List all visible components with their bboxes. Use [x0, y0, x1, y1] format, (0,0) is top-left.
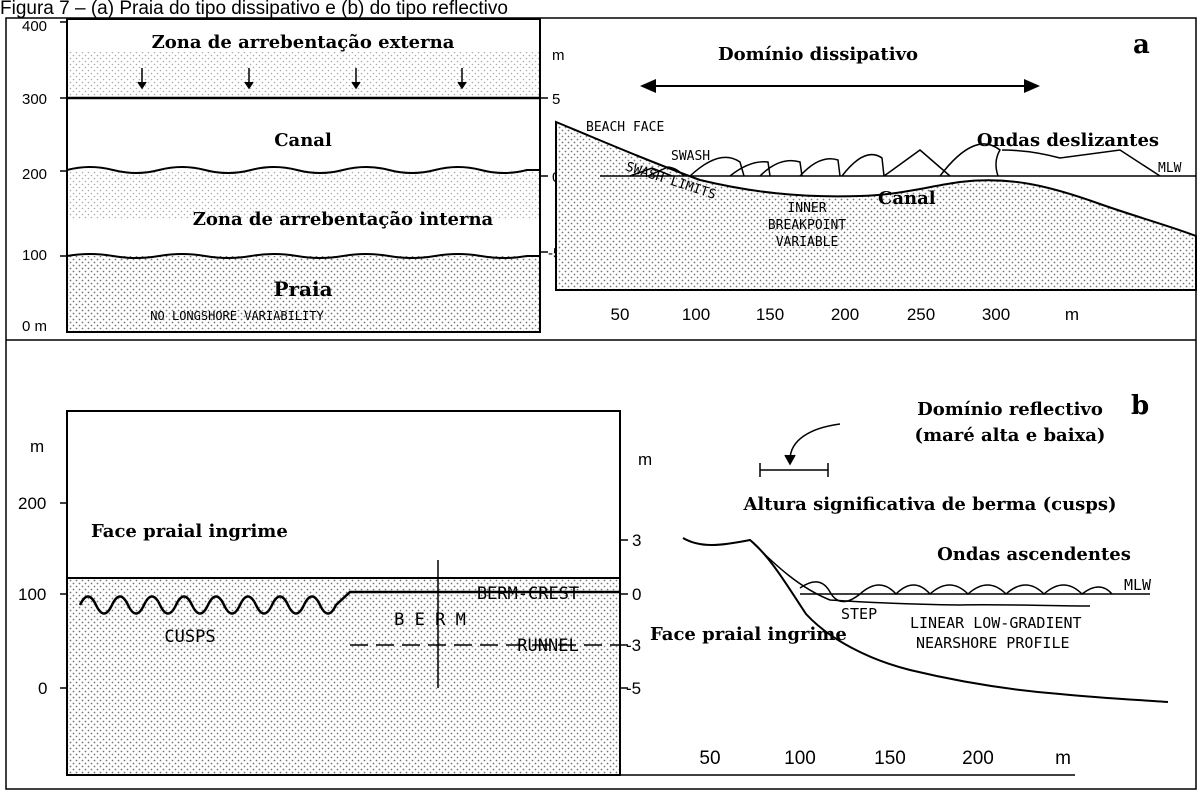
plan-a-ytick-marks [60, 21, 67, 257]
steep-face-label-plan: Face praial ingrime [91, 521, 288, 542]
panel-a-plan-view: 400 300 200 100 0 m Zona de arrebentação… [22, 18, 541, 335]
panel-b-profile: m 3 0 -3 -5 Domínio reflectivo (maré alt… [67, 399, 1169, 776]
berm-height-indicator [759, 423, 841, 477]
beach-shoreline [66, 253, 540, 259]
mlw-label-a: MLW [1158, 161, 1182, 176]
mlw-label-b: MLW [1124, 576, 1152, 594]
plan-b-ytick-100: 100 [18, 585, 46, 604]
wave-arrows [137, 68, 467, 90]
figure-caption: Figura 7 – (a) Praia do tipo dissipativo… [0, 0, 508, 19]
profile-a-xtick-300: 300 [982, 305, 1010, 324]
beach-face-label: BEACH FACE [586, 120, 664, 135]
panel-b-plan-view: m 200 100 0 Face praial ingrime CUSPS BE… [18, 410, 621, 776]
panel-b: b m 200 100 0 Face praial ingrime CUSPS … [18, 391, 1169, 776]
figure-frame [5, 17, 1197, 790]
linear-label: LINEAR LOW-GRADIENT [910, 614, 1082, 632]
plan-b-ytick-200: 200 [18, 494, 46, 513]
surging-waves [799, 581, 1113, 603]
panel-b-letter: b [1131, 391, 1149, 421]
canal-shoreline [66, 166, 540, 174]
inner-breakpoint-line3: VARIABLE [776, 235, 839, 250]
profile-b-depth-unit: m [638, 450, 652, 469]
runnel-label: RUNNEL [517, 636, 578, 656]
profile-a-xunit: m [1065, 305, 1079, 324]
plan-a-ytick-100: 100 [22, 247, 47, 264]
profile-b-xtick-50: 50 [699, 748, 720, 769]
cusps-label: CUSPS [164, 627, 215, 647]
outer-surf-zone-fill [67, 52, 540, 98]
profile-a-depth-axis [540, 97, 548, 253]
profile-b-depth-neg3: -3 [626, 636, 641, 655]
spilling-waves-label: Ondas deslizantes [977, 130, 1159, 151]
profile-b-depth-3: 3 [632, 531, 641, 550]
inner-breakpoint-line1: INNER [787, 201, 826, 216]
profile-a-xtick-200: 200 [831, 305, 859, 324]
profile-b-xtick-100: 100 [784, 748, 816, 769]
profile-b-depth-0: 0 [632, 585, 641, 604]
plan-b-ytick-0: 0 [38, 679, 47, 698]
plan-a-ytick-200: 200 [22, 166, 47, 183]
berm-crest-label: BERM-CREST [477, 584, 579, 604]
panel-a: a 400 300 200 100 0 m [22, 18, 1197, 335]
beach-fill [67, 256, 540, 332]
nearshore-label: NEARSHORE PROFILE [916, 634, 1070, 652]
plan-a-ytick-300: 300 [22, 91, 47, 108]
profile-b-xunit: m [1055, 748, 1071, 769]
profile-a-xtick-150: 150 [756, 305, 784, 324]
plan-a-ytick-0: 0 m [22, 318, 47, 335]
berm-height-label: Altura significativa de berma (cusps) [742, 494, 1116, 515]
berm-plan-fill [67, 578, 620, 775]
steep-face-label-profile: Face praial ingrime [650, 624, 847, 645]
plan-b-yunit: m [30, 437, 44, 456]
dissipative-seabed [555, 120, 1197, 291]
reflective-berm-line [749, 539, 1091, 607]
profile-a-depth-unit: m [552, 47, 565, 64]
inner-breakpoint-line2: BREAKPOINT [768, 218, 846, 233]
plan-b-ytick-marks [60, 502, 67, 689]
reflective-domain-line1: Domínio reflectivo [917, 399, 1103, 420]
dissipative-domain-label: Domínio dissipativo [718, 44, 918, 65]
inner-surf-zone-fill [67, 170, 540, 220]
panel-a-letter: a [1133, 30, 1150, 60]
profile-a-xtick-50: 50 [611, 305, 630, 324]
step-label: STEP [841, 605, 877, 623]
profile-a-depth-5: 5 [552, 91, 560, 108]
reflective-beach-profile [682, 537, 1169, 703]
cusps-line [78, 590, 620, 615]
profile-a-xtick-250: 250 [907, 305, 935, 324]
no-variability-label: NO LONGSHORE VARIABILITY [150, 309, 324, 323]
domain-arrow-a [640, 79, 1040, 93]
panel-a-profile: m 5 0 -5 Domínio dissipativo BEACH [540, 44, 1197, 324]
surging-waves-label: Ondas ascendentes [937, 544, 1131, 565]
canal-label-profile: Canal [878, 188, 936, 209]
beach-label: Praia [273, 277, 332, 301]
spilling-waves [629, 143, 1161, 177]
inner-surf-zone-label: Zona de arrebentação interna [193, 209, 494, 230]
plan-a-ytick-400: 400 [22, 18, 47, 35]
outer-surf-zone-label: Zona de arrebentação externa [152, 32, 455, 53]
profile-b-depth-axis [620, 539, 628, 689]
profile-b-xtick-200: 200 [962, 748, 994, 769]
reflective-domain-line2: (maré alta e baixa) [915, 425, 1106, 446]
canal-label-plan: Canal [274, 130, 332, 151]
profile-b-xtick-150: 150 [874, 748, 906, 769]
berm-label: B E R M [394, 610, 466, 630]
swash-label: SWASH [671, 149, 710, 164]
profile-a-xtick-100: 100 [682, 305, 710, 324]
profile-b-depth-neg5: -5 [626, 679, 641, 698]
